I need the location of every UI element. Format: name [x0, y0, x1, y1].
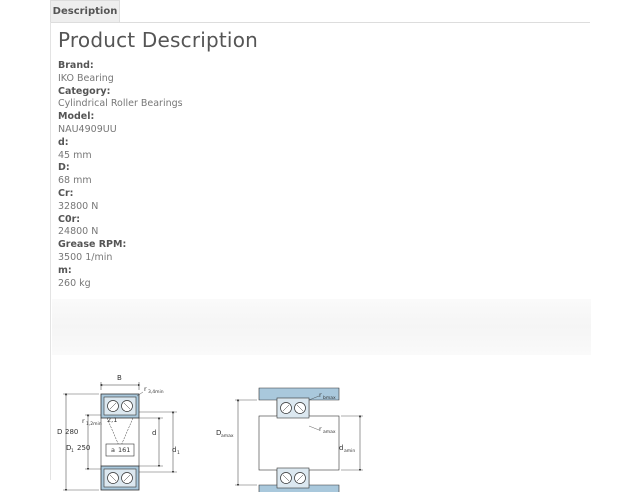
label-d1-value: 250 [77, 444, 90, 452]
label-outer-d-value: 280 [65, 428, 78, 436]
label-damax-sub: amax [221, 434, 234, 439]
description-panel: Product Description Brand: IKO Bearing C… [50, 22, 591, 496]
spec-value-category: Cylindrical Roller Bearings [58, 98, 183, 110]
spec-label-mass: m: [58, 264, 72, 276]
spec-value-outer-d: 68 mm [58, 175, 92, 187]
label-damin-sub: amin [344, 448, 355, 454]
spec-value-d: 45 mm [58, 149, 92, 161]
bearing-dimension-svg: B r 3,4min r 1,2min 2,1 D 280 D 1 250 a … [57, 374, 363, 496]
image-backdrop [52, 299, 591, 355]
bearing-drawing: B r 3,4min r 1,2min 2,1 D 280 D 1 250 a … [51, 352, 591, 496]
label-b: B [117, 374, 122, 382]
spec-list: Brand: IKO Bearing Category: Cylindrical… [58, 60, 358, 290]
page-title: Product Description [58, 28, 259, 52]
spec-label-c0r: C0r: [58, 213, 81, 225]
label-a: a [111, 446, 115, 454]
right-mounting-section: r bmax r amax D amax d amin [216, 387, 363, 496]
tab-description[interactable]: Description [50, 0, 120, 22]
label-ramax: r [319, 425, 322, 433]
label-damax: D [216, 429, 221, 437]
label-damin: d [339, 444, 343, 452]
label-21: 2,1 [107, 416, 117, 424]
spec-value-cr: 32800 N [58, 200, 99, 212]
label-d1-sub: 1 [71, 448, 74, 454]
label-small-d1-sub: 1 [177, 450, 180, 456]
spec-label-outer-d: D: [58, 162, 70, 174]
spec-value-model: NAU4909UU [58, 123, 117, 135]
left-cross-section: B r 3,4min r 1,2min 2,1 D 280 D 1 250 a … [57, 374, 180, 492]
spec-value-grease-rpm: 3500 1/min [58, 251, 113, 263]
label-d1: D [66, 444, 71, 452]
spec-label-model: Model: [58, 111, 95, 123]
tab-bar: Description [50, 0, 590, 23]
label-outer-d: D [57, 428, 62, 436]
spec-label-d: d: [58, 136, 69, 148]
label-ramax-sub: amax [323, 430, 336, 435]
label-r34: r [144, 385, 147, 393]
spec-value-c0r: 24800 N [58, 226, 99, 238]
spec-label-cr: Cr: [58, 187, 74, 199]
spec-value-mass: 260 kg [58, 277, 91, 289]
label-r12-sub: 1,2min [86, 421, 102, 427]
spec-label-grease-rpm: Grease RPM: [58, 239, 127, 251]
spec-label-brand: Brand: [58, 60, 94, 71]
label-small-d1: d [172, 446, 176, 454]
label-bore-d: d [152, 429, 156, 437]
label-a-value: 161 [118, 446, 130, 454]
label-rbmax: r [319, 391, 322, 399]
spec-value-brand: IKO Bearing [58, 72, 114, 84]
spec-label-category: Category: [58, 85, 111, 97]
label-r12: r [82, 417, 85, 425]
label-r34-sub: 3,4min [148, 389, 164, 395]
label-rbmax-sub: bmax [323, 395, 336, 401]
